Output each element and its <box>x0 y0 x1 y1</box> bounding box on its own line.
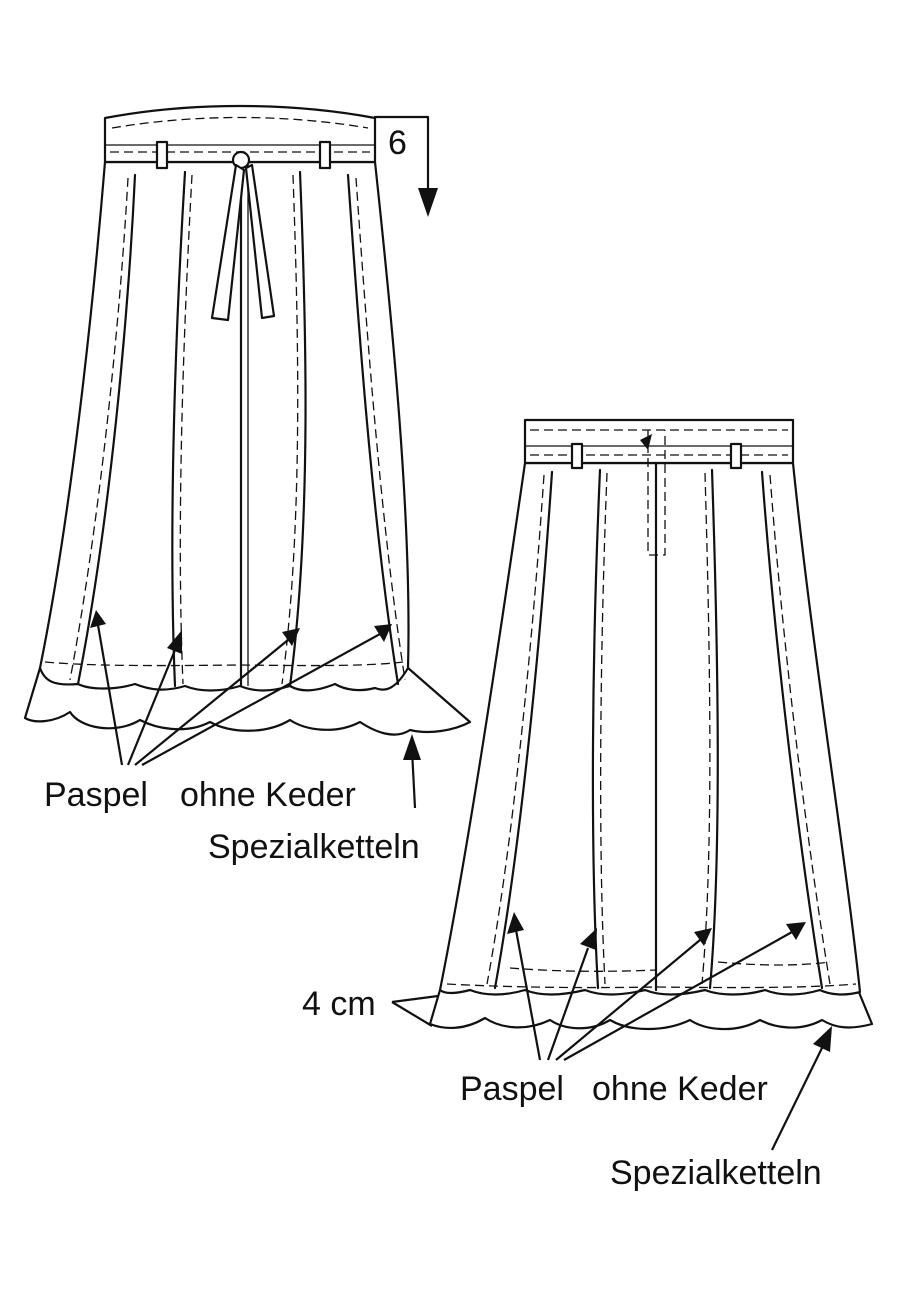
front-label-no-cord: ohne Keder <box>180 776 356 814</box>
back-seam-1 <box>493 470 554 990</box>
front-measure-arrow <box>418 188 438 217</box>
front-hem-stitch <box>44 661 404 667</box>
back-seam-2 <box>591 468 602 990</box>
front-seam-4 <box>346 173 400 686</box>
back-belt-loop-right <box>729 442 743 470</box>
front-piping-arrows <box>90 610 392 766</box>
back-label-no-cord: ohne Keder <box>592 1070 768 1108</box>
front-tie-end-left <box>210 163 246 322</box>
back-belt-loop-left <box>570 442 584 470</box>
back-ruffle <box>428 988 874 1031</box>
back-waistband <box>523 418 795 465</box>
front-waistband-stitch-top <box>111 116 369 129</box>
back-inner-stitch-right <box>717 961 831 966</box>
back-piping-arrows <box>507 912 806 1061</box>
front-label-special-chain: Spezialketteln <box>208 828 420 866</box>
back-seam-3 <box>708 468 719 990</box>
back-skirt-body <box>438 461 862 996</box>
front-tie-end-right <box>244 163 276 320</box>
front-skirt: 6 Paspel ohne Keder Spezialketteln <box>23 104 472 866</box>
back-inner-stitch-left <box>509 967 657 972</box>
front-belt-loop-right <box>318 140 332 170</box>
back-measure-label: 4 cm <box>302 985 376 1023</box>
back-hook-icon <box>640 434 652 450</box>
back-label-special-chain: Spezialketteln <box>610 1154 822 1192</box>
front-measure-label: 6 <box>388 124 407 162</box>
back-measure-callout <box>391 994 439 1027</box>
front-measure-bracket <box>373 115 430 194</box>
front-chain-arrow <box>403 734 421 809</box>
front-seam-2 <box>171 170 187 688</box>
front-belt-loop-left <box>155 140 169 170</box>
front-seam-3 <box>288 170 307 688</box>
back-chain-arrow <box>771 1026 832 1151</box>
front-seam-1 <box>76 173 137 686</box>
front-label-piping: Paspel <box>44 776 148 814</box>
back-skirt: 4 cm Paspel ohne Keder Spezialketteln <box>302 418 874 1192</box>
back-label-piping: Paspel <box>460 1070 564 1108</box>
back-seam-4 <box>760 470 824 990</box>
